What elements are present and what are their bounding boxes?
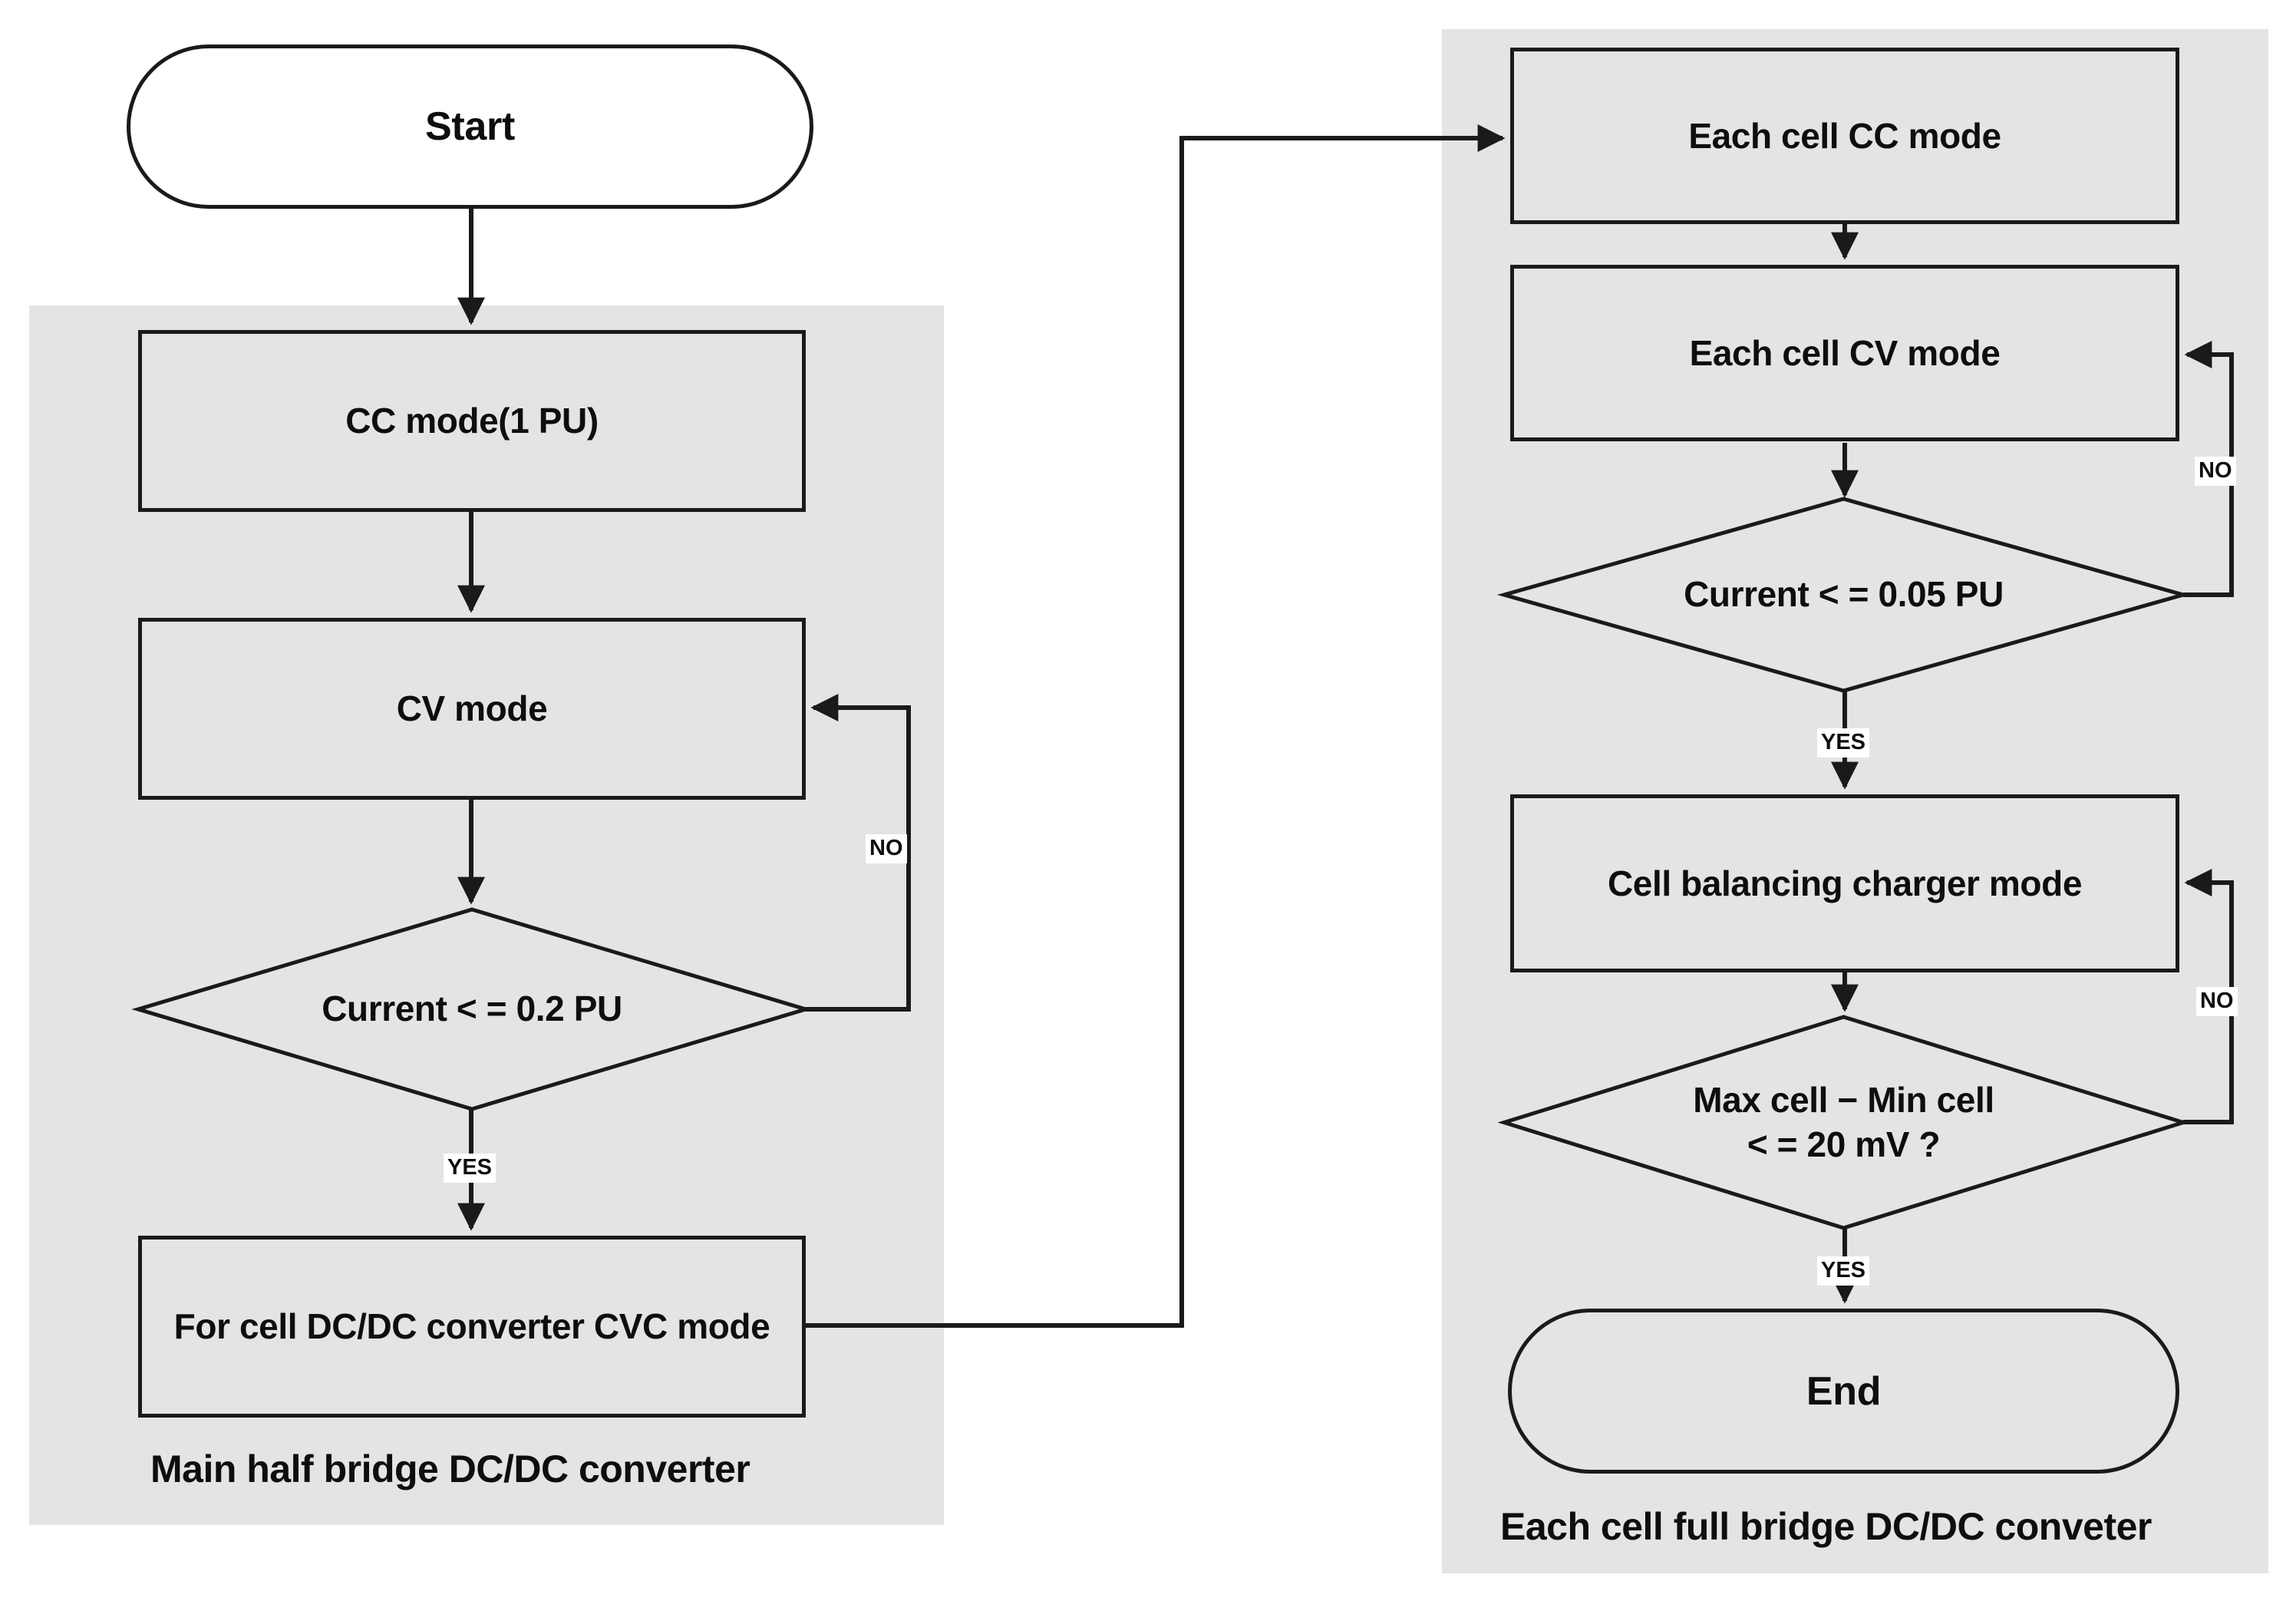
node-start[interactable]: Start: [127, 45, 813, 209]
edge-label-right-no-cv: NO: [2195, 457, 2236, 486]
edge-label-left-no: NO: [866, 834, 907, 863]
group-caption-main-half-bridge: Main half bridge DC/DC converter: [150, 1448, 750, 1490]
edge-label-right-yes-cv: YES: [1817, 728, 1870, 758]
node-cc-mode[interactable]: CC mode(1 PU): [138, 330, 806, 512]
node-cell-balancing-charger-mode-label: Cell balancing charger mode: [1607, 863, 2083, 903]
node-start-label: Start: [425, 104, 515, 149]
node-current-02-decision[interactable]: Current < = 0.2 PU: [138, 909, 806, 1109]
node-each-cell-cv-mode-label: Each cell CV mode: [1689, 332, 2001, 373]
node-cc-mode-label: CC mode(1 PU): [345, 401, 599, 441]
node-current-005-label: Current < = 0.05 PU: [1684, 574, 2004, 615]
node-cell-balancing-charger-mode[interactable]: Cell balancing charger mode: [1510, 794, 2179, 972]
node-each-cell-cc-mode[interactable]: Each cell CC mode: [1510, 48, 2179, 224]
edge-label-left-yes: YES: [444, 1154, 496, 1183]
edge-label-right-yes-end: YES: [1817, 1256, 1870, 1286]
node-cell-cvc-mode[interactable]: For cell DC/DC converter CVC mode: [138, 1236, 806, 1418]
node-max-min-cell-decision[interactable]: Max cell − Min cell < = 20 mV ?: [1504, 1017, 2183, 1228]
node-current-02-label: Current < = 0.2 PU: [322, 989, 622, 1029]
node-end-label: End: [1806, 1368, 1882, 1414]
node-max-min-cell-label: Max cell − Min cell < = 20 mV ?: [1693, 1080, 1994, 1164]
node-each-cell-cc-mode-label: Each cell CC mode: [1688, 115, 2001, 156]
group-caption-each-cell-full-bridge: Each cell full bridge DC/DC conveter: [1500, 1505, 2152, 1548]
node-each-cell-cv-mode[interactable]: Each cell CV mode: [1510, 265, 2179, 441]
node-cv-mode[interactable]: CV mode: [138, 618, 806, 800]
edge-label-right-no-balancing: NO: [2196, 987, 2238, 1016]
node-cell-cvc-mode-label: For cell DC/DC converter CVC mode: [173, 1306, 770, 1347]
node-current-005-decision[interactable]: Current < = 0.05 PU: [1504, 499, 2183, 691]
node-end[interactable]: End: [1508, 1309, 2179, 1474]
node-cv-mode-label: CV mode: [396, 688, 548, 729]
